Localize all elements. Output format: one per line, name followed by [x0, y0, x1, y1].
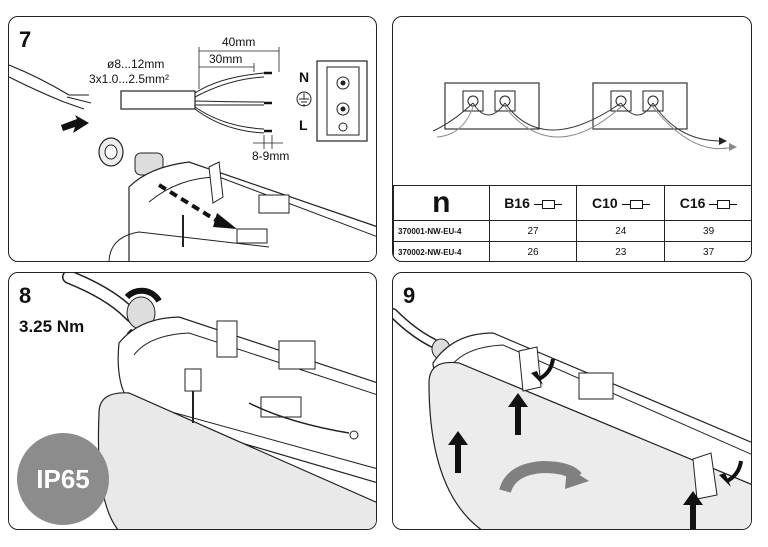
step-8-illustration [62, 273, 376, 529]
step-number: 8 [19, 283, 32, 308]
column-c16: C16 [664, 185, 751, 221]
column-b16: B16 [488, 185, 578, 221]
terminal-l-label: L [299, 117, 308, 133]
through-wiring-diagram [432, 82, 737, 151]
step-number: 9 [403, 283, 416, 308]
breaker-icon [709, 200, 738, 210]
step-9-illustration [393, 308, 751, 529]
breaker-icon [621, 200, 650, 210]
clip-arrow-icon [531, 371, 543, 385]
push-up-arrow-icon [448, 431, 468, 473]
push-up-arrow-icon [508, 393, 528, 435]
insert-arrow-icon [61, 115, 89, 133]
step-7-panel: 7 [8, 16, 377, 262]
torque-arrow-icon [124, 287, 162, 303]
model-cell: 370002-NW-EU-4 [393, 241, 490, 261]
wiring-table-panel: n B16 C10 C16 370001-NW-EU-4 27 24 39 37… [392, 16, 752, 262]
step-9-panel: 9 [392, 272, 752, 530]
earth-ground-icon [296, 91, 312, 107]
table-row: 370001-NW-EU-4 27 24 39 [393, 220, 751, 242]
value-cell: 26 [488, 241, 578, 261]
route-arrow-icon [213, 213, 237, 229]
value-cell: 24 [576, 220, 666, 242]
model-cell: 370001-NW-EU-4 [393, 220, 490, 242]
lamp-count-header: n [393, 185, 490, 221]
cable-diameter-label: ø8...12mm [107, 57, 165, 71]
step-7-illustration [9, 47, 376, 261]
value-cell: 39 [664, 220, 751, 242]
dimension-40mm: 40mm [222, 35, 256, 49]
step-number: 7 [19, 27, 32, 52]
breaker-icon [533, 200, 562, 210]
ip-rating-label: IP65 [36, 463, 90, 494]
ip65-badge: IP65 [17, 433, 109, 525]
table-row: 370002-NW-EU-4 26 23 37 [393, 241, 751, 261]
column-c10: C10 [576, 185, 666, 221]
torque-label: 3.25 Nm [19, 317, 85, 336]
clip-arrow-icon [719, 473, 731, 487]
conductor-section-label: 3x1.0...2.5mm² [89, 72, 170, 86]
value-cell: 37 [664, 241, 751, 261]
value-cell: 23 [576, 241, 666, 261]
step-8-panel: 8 3.25 Nm IP65 [8, 272, 377, 530]
value-cell: 27 [488, 220, 578, 242]
push-up-arrow-icon [683, 491, 703, 529]
breaker-table: n B16 C10 C16 370001-NW-EU-4 27 24 39 37… [393, 185, 751, 261]
terminal-n-label: N [299, 69, 310, 85]
strip-length-label: 8-9mm [252, 149, 290, 163]
dimension-30mm: 30mm [209, 52, 243, 66]
